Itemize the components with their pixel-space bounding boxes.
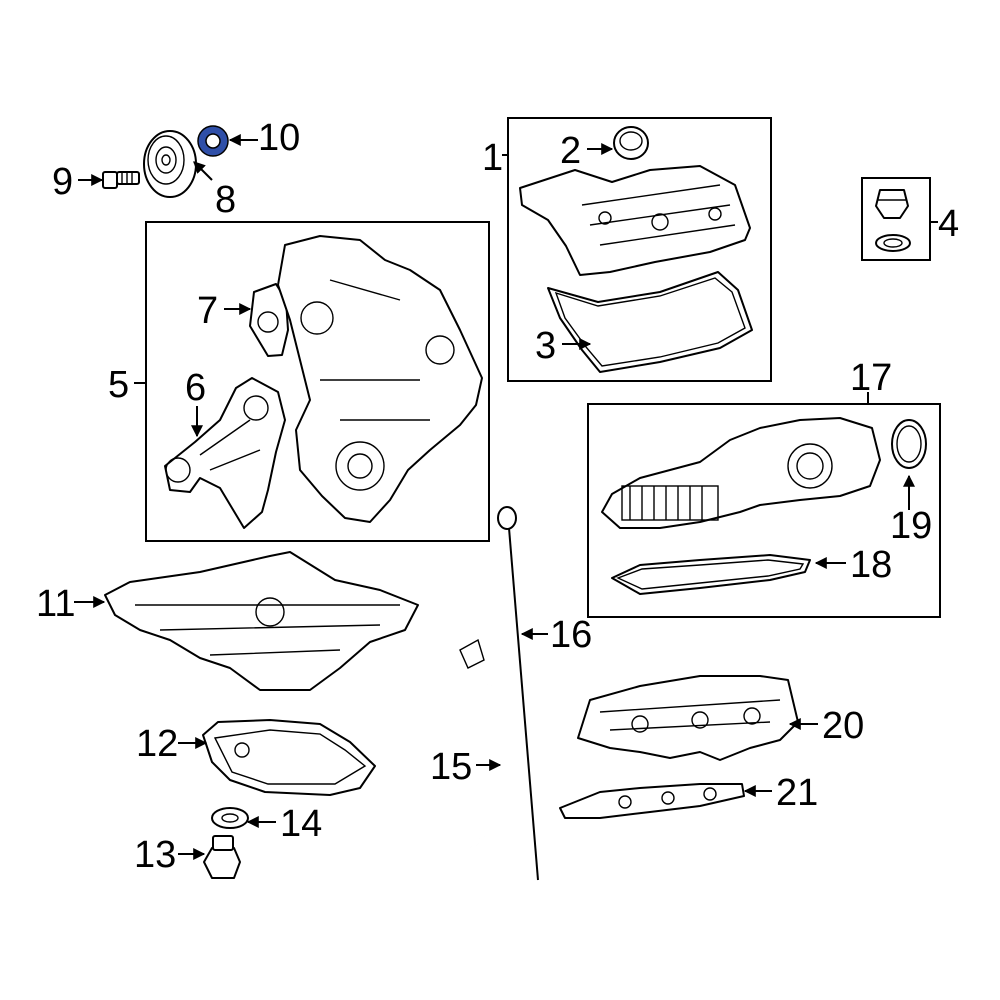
callout-labels: 1 2 3 4 5 6 7 8 9 10 11 12 13 14 15 16 1…: [36, 117, 959, 876]
callout-14: 14: [280, 803, 322, 845]
callout-15: 15: [430, 746, 472, 788]
leader-lines: [74, 134, 938, 860]
callout-5: 5: [108, 364, 129, 406]
callout-4: 4: [938, 203, 959, 245]
intake-manifold-part-17[interactable]: [601, 417, 881, 529]
lower-intake-part-20[interactable]: [577, 675, 799, 761]
callout-19: 19: [890, 505, 932, 547]
group-box-valve-cover: [507, 117, 772, 382]
callout-13: 13: [134, 834, 176, 876]
pulley-part-8[interactable]: [143, 130, 197, 198]
callout-10: 10: [258, 117, 300, 159]
callout-11: 11: [36, 583, 75, 625]
seal-part-10[interactable]: [197, 125, 229, 157]
oil-cap-part-4[interactable]: [875, 189, 911, 252]
callout-8: 8: [215, 179, 236, 221]
timing-cover-part-5[interactable]: [277, 235, 483, 523]
callout-9: 9: [52, 161, 73, 203]
dipstick-part-16[interactable]: [497, 506, 539, 881]
washer-part-14[interactable]: [211, 807, 249, 829]
callout-21: 21: [776, 772, 818, 814]
bolt-part-9[interactable]: [102, 171, 140, 189]
callout-7: 7: [197, 290, 218, 332]
callout-3: 3: [535, 325, 556, 367]
callout-1: 1: [482, 137, 503, 179]
manifold-gasket-part-18[interactable]: [611, 554, 811, 595]
oil-pan-upper-part-11[interactable]: [104, 551, 419, 691]
callout-12: 12: [136, 723, 178, 765]
callout-2: 2: [560, 130, 581, 172]
filler-cap-part-2[interactable]: [613, 126, 649, 160]
seal-ring-part-19[interactable]: [891, 419, 927, 469]
oil-pan-lower-part-12[interactable]: [202, 719, 376, 796]
callout-6: 6: [185, 367, 206, 409]
intake-gasket-part-21[interactable]: [559, 783, 745, 819]
dipstick-tube-part-15[interactable]: [426, 578, 505, 860]
group-box-timing-cover: [145, 221, 490, 542]
group-box-intake-manifold: [587, 403, 941, 618]
valve-cover-part-1[interactable]: [519, 165, 751, 276]
group-box-oil-cap: [861, 177, 931, 261]
callout-18: 18: [850, 544, 892, 586]
drain-plug-part-13[interactable]: [203, 835, 241, 879]
callout-16: 16: [550, 614, 592, 656]
valve-cover-gasket-part-3[interactable]: [547, 271, 753, 373]
callout-17: 17: [850, 357, 892, 399]
water-pump-part-6[interactable]: [164, 377, 286, 529]
callout-20: 20: [822, 705, 864, 747]
